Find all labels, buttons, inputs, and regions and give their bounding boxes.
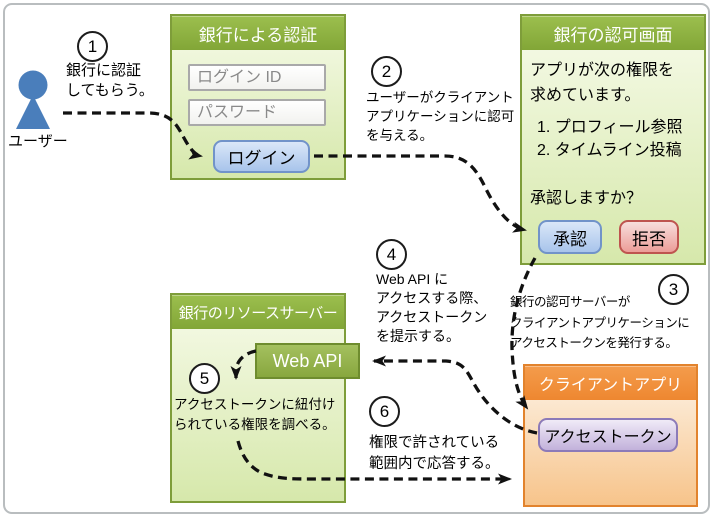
step-5-text: アクセストークンに紐付け られている権限を調べる。 (174, 397, 336, 432)
client-app-panel: クライアントアプリ アクセストークン (523, 364, 698, 507)
authz-question: 承認しますか？ (530, 190, 643, 207)
user-label: ユーザー (8, 133, 68, 150)
user-icon (16, 70, 50, 129)
web-api-label: Web API (255, 343, 360, 379)
step-1-text: 銀行に認証 してもらう。 (66, 62, 154, 99)
bank-auth-title: 銀行による認証 (172, 16, 344, 50)
login-button[interactable]: ログイン (213, 140, 310, 173)
access-token-button[interactable]: アクセストークン (538, 418, 678, 452)
approve-button[interactable]: 承認 (538, 220, 602, 254)
bank-authz-panel: 銀行の認可画面 アプリが次の権限を 求めています。 1. プロフィール参照 2.… (520, 14, 706, 265)
diagram-frame (3, 3, 710, 514)
deny-button[interactable]: 拒否 (619, 220, 679, 254)
step-1-circle: 1 (77, 31, 108, 62)
authz-prompt: アプリが次の権限を 求めています。 (530, 62, 675, 104)
step-3-text: 銀行の認可サーバーが クライアントアプリケーションに アクセストークンを発行する… (510, 295, 690, 350)
step-6-text: 権限で許されている 範囲内で応答する。 (369, 435, 500, 472)
login-id-input[interactable] (188, 64, 326, 91)
step-6-circle: 6 (369, 396, 400, 427)
step-2-circle: 2 (371, 56, 402, 87)
step-4-circle: 4 (376, 239, 407, 270)
bank-authz-title: 銀行の認可画面 (522, 16, 704, 50)
authz-permissions: 1. プロフィール参照 2. タイムライン投稿 (537, 119, 683, 159)
step-4-text: Web API に アクセスする際、 アクセストークン を提示する。 (376, 271, 488, 344)
step-3-circle: 3 (658, 274, 689, 305)
bank-auth-panel: 銀行による認証 ログイン (170, 14, 346, 180)
password-input[interactable] (188, 99, 326, 126)
step-5-circle: 5 (189, 363, 220, 394)
resource-server-title: 銀行のリソースサーバー (172, 295, 344, 329)
client-app-title: クライアントアプリ (525, 366, 696, 400)
step-2-text: ユーザーがクライアント アプリケーションに認可 を与える。 (366, 90, 515, 143)
